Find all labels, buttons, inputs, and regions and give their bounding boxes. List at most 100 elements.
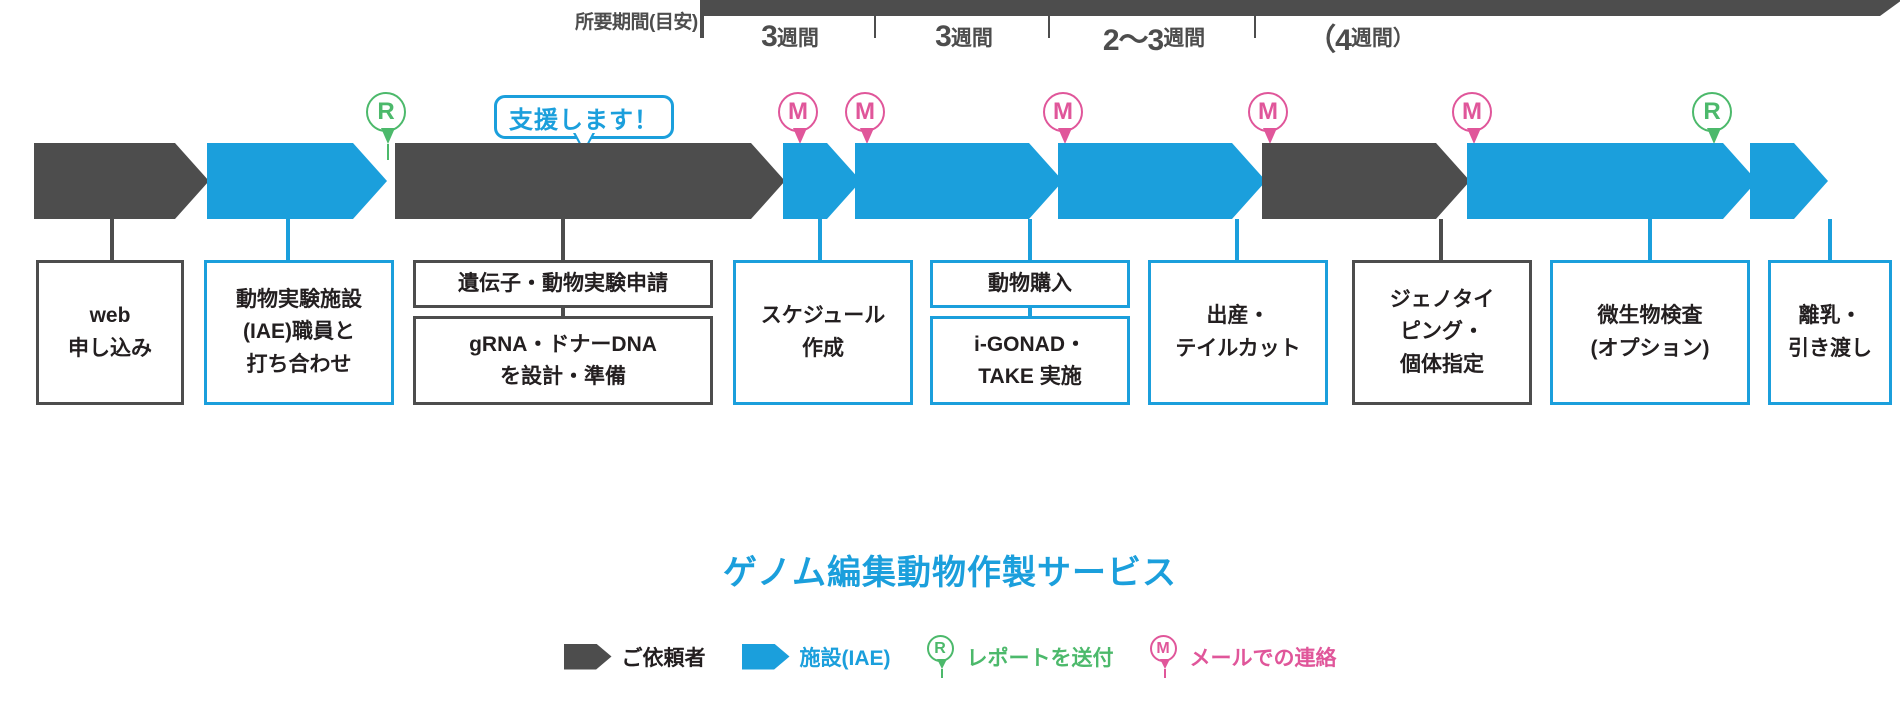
step-box-line: 作成 [802,336,844,360]
step-box-line: 出産・ [1206,303,1270,327]
timeline-tick [1048,16,1050,38]
marker-stem [386,144,390,160]
arrow-segment-facility [1058,143,1266,219]
step-box-line: 申し込み [68,336,152,360]
timeline-segment-unit: 週間 [950,27,993,50]
marker-letter: R [366,92,406,132]
step-box-purchase-secondary: i-GONAD・ TAKE 実施 [930,316,1130,405]
connector-line [110,219,114,260]
step-box-purchase-primary: 動物購入 [930,260,1130,308]
legend-marker-stem [1163,669,1166,678]
timeline-segment-number: （4 [1306,24,1352,57]
sub-box-link [561,308,565,316]
timeline-segment-unit: 週間） [1350,27,1414,50]
timeline-segment-number: 3 [935,20,952,53]
marker-tail [1707,128,1721,144]
timeline-tick [874,16,876,38]
marker-letter: R [1692,92,1732,132]
step-box-line: 引き渡し [1788,336,1872,360]
step-box-line: web [89,303,131,327]
marker-tail [860,128,874,144]
legend-marker-tail [1159,659,1170,669]
legend-item: 施設(IAE) [741,642,891,672]
legend-label: ご依頼者 [621,646,706,670]
arrow-segment-facility [855,143,1063,219]
timeline-label: 所要期間(目安) [575,12,698,33]
timeline-segment-unit: 週間 [1163,27,1206,50]
legend-item: M メールでの連絡 [1149,635,1337,678]
step-box-line: (IAE)職員と [243,320,355,344]
step-box-line: スケジュール [760,303,886,327]
step-box-meeting: 動物実験施設 (IAE)職員と打ち合わせ [204,260,394,405]
timeline-segment-number: 3 [761,20,778,53]
step-box-line: (オプション) [1590,336,1710,360]
report-marker-icon: R [1692,92,1736,160]
step-box-line: テイルカット [1175,336,1301,360]
connector-line [1828,219,1832,260]
step-box-line: ピング・ [1400,320,1484,344]
arrow-segment-requester [395,143,785,219]
timeline-tick [1254,16,1256,38]
arrow-segment-facility [1750,143,1828,219]
step-box-schedule: スケジュール作成 [733,260,913,405]
marker-tail [1058,128,1072,144]
legend-mail-marker-icon: M [1149,635,1180,678]
legend-chevron-icon [741,643,790,670]
legend-item: ご依頼者 [563,642,706,672]
step-box-line: 打ち合わせ [246,352,352,376]
arrow-segment-facility [207,143,387,219]
step-box-birth: 出産・テイルカット [1148,260,1328,405]
connector-line [1235,219,1239,260]
step-box-web: web 申し込み [36,260,184,405]
timeline-bar-arrowhead [1880,0,1900,16]
marker-tail [1467,128,1481,144]
report-marker-icon: R [366,92,410,160]
mail-marker-icon: M [845,92,889,160]
connector-line [1028,219,1032,260]
support-callout: 支援します！ [494,95,674,139]
support-callout-label: 支援します！ [509,106,659,134]
timeline-segment-unit: 週間 [776,27,819,50]
legend-label: メールでの連絡 [1189,646,1337,670]
step-box-line: を設計・準備 [500,364,626,388]
step-box-microtest: 微生物検査 (オプション) [1550,260,1750,405]
step-box-line: TAKE 実施 [978,364,1082,388]
step-box-line: 遺伝子・動物実験申請 [458,272,668,296]
step-box-line: i-GONAD・ [974,333,1086,356]
step-box-line: gRNA・ドナーDNA [469,333,657,356]
sub-box-link [1028,308,1032,316]
marker-tail [793,128,807,144]
mail-marker-icon: M [1248,92,1292,160]
step-box-line: 動物購入 [988,272,1072,296]
step-box-line: 動物実験施設 [236,287,362,311]
timeline-start-stub [700,16,704,38]
connector-line [286,219,290,260]
legend-marker-stem [940,669,943,678]
arrow-segment-facility [1467,143,1757,219]
connector-line [1439,219,1443,260]
arrow-segment-requester [1262,143,1470,219]
mail-marker-icon: M [778,92,822,160]
legend-marker-letter: R [926,635,954,662]
legend-chevron-icon [563,643,612,670]
marker-letter: M [778,92,818,132]
connector-line [1648,219,1652,260]
timeline-bar [700,0,1880,16]
step-box-line: 微生物検査 [1597,303,1703,327]
marker-tail [1263,128,1277,144]
step-box-application-primary: 遺伝子・動物実験申請 [413,260,713,308]
step-box-line: 離乳・ [1798,303,1862,327]
step-box-line: ジェノタイ [1389,287,1495,311]
step-box-application-secondary: gRNA・ドナーDNA を設計・準備 [413,316,713,405]
legend-marker-tail [936,659,947,669]
marker-letter: M [1248,92,1288,132]
connector-line [561,219,565,260]
mail-marker-icon: M [1043,92,1087,160]
